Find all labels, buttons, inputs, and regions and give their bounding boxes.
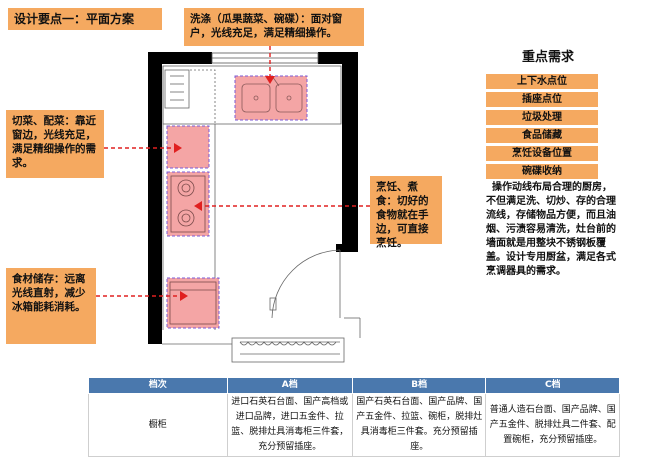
callout-cook: 烹饪、煮食：切好的食物就在手边，可直接烹饪。: [370, 176, 442, 249]
stove-icon: [170, 175, 206, 233]
requirement-item: 上下水点位: [486, 74, 598, 89]
cell-a: 进口石英石台面、国产高档或进口品牌，进口五金件、拉篮、脱排灶具消毒柜三件套，充分…: [226, 393, 353, 457]
spec-table: 档次 A档 B档 C档 橱柜 进口石英石台面、国产高档或进口品牌，进口五金件、拉…: [88, 377, 620, 457]
window: [211, 52, 319, 64]
requirement-item: 食品储藏: [486, 128, 598, 143]
counter-outline: [162, 65, 342, 330]
prep-zone: [166, 125, 210, 169]
requirement-item: 碗碟收纳: [486, 164, 598, 179]
table-row: 橱柜 进口石英石台面、国产高档或进口品牌，进口五金件、拉篮、脱排灶具消毒柜三件套…: [88, 393, 620, 457]
requirement-item: 插座点位: [486, 92, 598, 107]
row-label: 橱柜: [88, 393, 228, 457]
design-description: 操作动线布局合理的厨房，不但满足洗、切炒、存的合理流线，存储物品方便，而且油烟、…: [486, 182, 616, 277]
arrowhead-store: [180, 291, 188, 301]
callout-wash: 洗涤（瓜果蔬菜、碗碟）：面对窗户，光线充足，满足精细操作。: [184, 8, 364, 46]
header-a: A档: [226, 377, 353, 394]
cell-b: 国产石英石台面、国产品牌、国产五金件、拉篮、碗柜，脱排灶具消毒柜三件套。充分预留…: [351, 393, 487, 457]
requirement-item: 垃圾处理: [486, 110, 598, 125]
top-wall-left: [148, 52, 212, 64]
callout-prep: 切菜、配菜：靠近窗边，光线充足，满足精细操作的需求。: [6, 110, 104, 178]
right-wall: [342, 52, 358, 250]
header-c: C档: [485, 377, 620, 394]
storage-zone: [166, 277, 220, 329]
fridge-icon: [169, 281, 217, 325]
header-b: B档: [351, 377, 487, 394]
cook-zone: [166, 171, 210, 237]
arrowhead-cook: [194, 201, 202, 211]
door: [269, 249, 341, 319]
wash-zone: [234, 75, 308, 121]
bottom-left-wall: [148, 330, 162, 344]
slide-title: 设计要点一：平面方案: [8, 8, 162, 30]
arrowhead-prep: [174, 143, 182, 153]
table-header-row: 档次 A档 B档 C档: [88, 377, 620, 394]
header-grade: 档次: [88, 377, 228, 394]
arrowhead-wash: [265, 76, 275, 84]
cell-c: 普通人造石台面、国产品牌、国产五金件、脱排灶具二件套、配置碗柜，充分预留插座。: [485, 393, 620, 457]
balcony: [162, 317, 361, 363]
left-wall: [148, 52, 162, 344]
requirements-title: 重点需求: [521, 50, 574, 65]
right-wall-end: [336, 244, 358, 252]
callout-store: 食材储存：远离光线直射，减少冰箱能耗消耗。: [6, 268, 96, 344]
requirement-item: 烹饪设备位置: [486, 146, 598, 161]
